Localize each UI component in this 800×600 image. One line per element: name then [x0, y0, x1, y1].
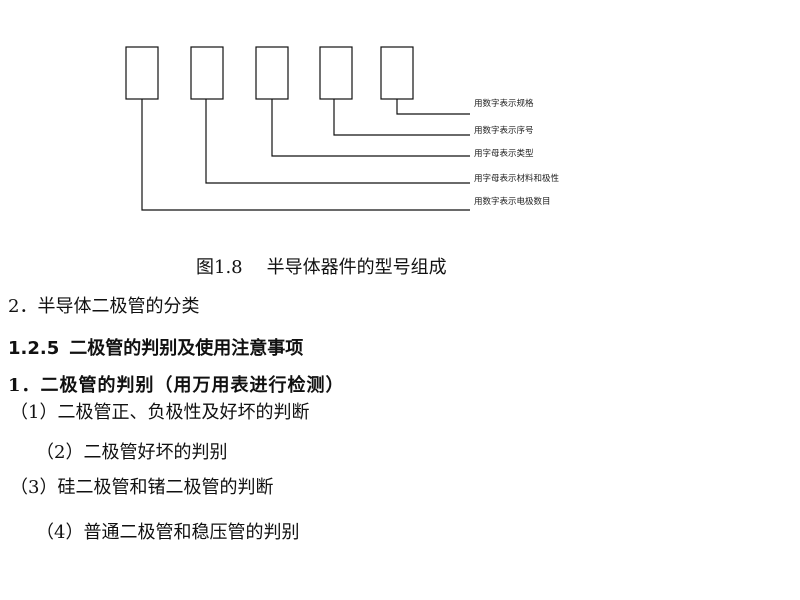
item-4: （4）普通二极管和稳压管的判别 [36, 522, 300, 543]
code-box-5 [380, 46, 414, 100]
model-number-diagram: 用数字表示规格 用数字表示序号 用字母表示类型 用字母表示材料和极性 用数字表示… [125, 46, 560, 211]
figure-number: 图1.8 [196, 257, 243, 278]
section-heading-1-2-5: 1.2.5 二极管的判别及使用注意事项 [8, 334, 303, 360]
section-title: 二极管的判别及使用注意事项 [69, 338, 304, 359]
label-material-polarity: 用字母表示材料和极性 [474, 173, 560, 184]
figure-caption: 图1.8 半导体器件的型号组成 [196, 253, 447, 279]
subsection-heading-1: 1．二极管的判别（用万用表进行检测） [8, 375, 345, 396]
code-box-4 [319, 46, 353, 100]
item-1: （1）二极管正、负极性及好坏的判断 [10, 402, 310, 423]
diode-classification-line: 2．半导体二极管的分类 [8, 296, 200, 317]
code-box-3 [255, 46, 289, 100]
figure-title: 半导体器件的型号组成 [266, 257, 447, 278]
item-3: （3）硅二极管和锗二极管的判断 [10, 477, 274, 498]
item-2: （2）二极管好坏的判别 [36, 442, 228, 463]
section-number: 1.2.5 [8, 338, 60, 359]
code-box-2 [190, 46, 224, 100]
label-type: 用字母表示类型 [474, 148, 534, 159]
leader-line-2 [205, 99, 470, 184]
leader-line-3 [271, 99, 470, 157]
leader-line-5 [396, 99, 470, 115]
code-box-1 [125, 46, 159, 100]
label-serial: 用数字表示序号 [474, 125, 534, 136]
leader-line-1 [141, 99, 470, 211]
leader-line-4 [333, 99, 470, 136]
label-electrode-count: 用数字表示电极数目 [474, 196, 551, 207]
label-spec: 用数字表示规格 [474, 98, 534, 109]
